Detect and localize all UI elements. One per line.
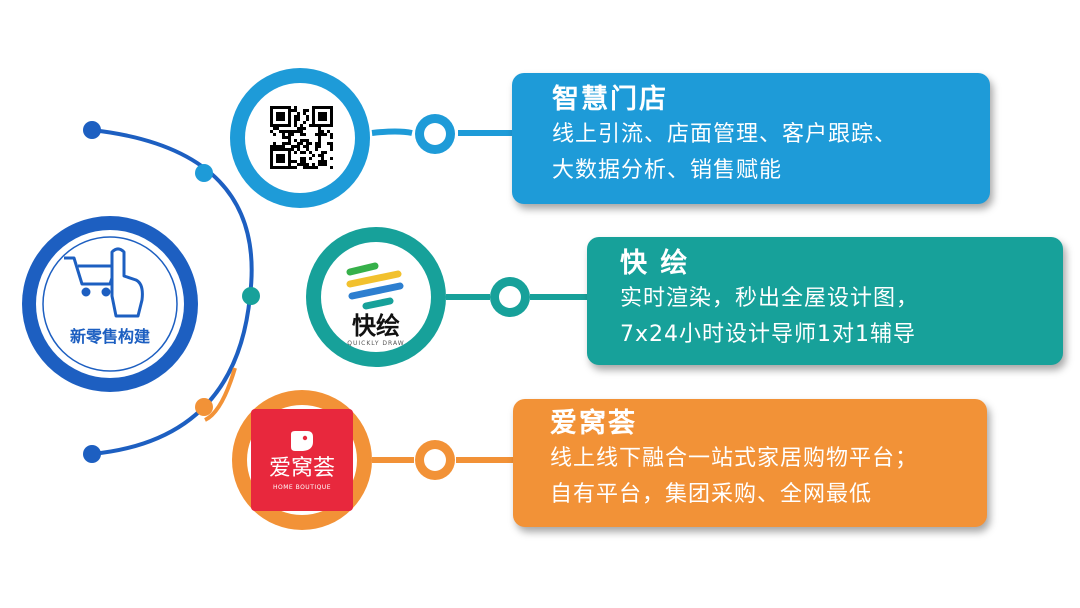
hub-label: 新零售构建	[69, 327, 150, 346]
aiwohui-logo: 爱窝荟 HOME BOUTIQUE	[251, 409, 353, 511]
branch-card-2: 快 绘 实时渲染，秒出全屋设计图， 7x24小时设计导师1对1辅导	[587, 237, 1063, 365]
shopping-cart-hand-icon	[64, 247, 144, 318]
arc-end-dot-bottom	[83, 445, 101, 463]
branch-card-3: 爱窝荟 线上线下融合一站式家居购物平台； 自有平台，集团采购、全网最低	[513, 399, 987, 527]
connector-arc-accent	[203, 367, 237, 422]
aiwohui-logo-icon: 爱窝荟 HOME BOUTIQUE	[251, 409, 353, 511]
branch-card-2-line-1: 实时渲染，秒出全屋设计图，	[620, 286, 920, 311]
branch-card-3-line-2: 自有平台，集团采购、全网最低	[550, 482, 873, 507]
arc-node-2	[242, 287, 260, 305]
quick-draw-logo-text: 快绘	[352, 312, 400, 340]
quick-draw-logo-icon	[346, 262, 404, 310]
branch-card-1-title: 智慧门店	[552, 84, 668, 115]
arc-node-3	[195, 398, 213, 416]
hub-ring-line	[42, 236, 178, 372]
connector-2-node-hole	[499, 286, 521, 308]
bubble-1-inner	[245, 83, 355, 193]
hub-ring-inner	[36, 230, 184, 378]
bird-icon	[291, 430, 313, 451]
quick-draw-logo-subtitle: QUICKLY DRAW	[347, 340, 405, 347]
qr-code-icon	[270, 106, 333, 169]
branch-card-1-line-1: 线上引流、店面管理、客户跟踪、	[552, 122, 898, 147]
aiwohui-logo-subtitle: HOME BOUTIQUE	[272, 483, 332, 491]
connector-3-node-hole	[424, 449, 446, 471]
arc-end-dot-top	[83, 121, 101, 139]
arc-node-1	[195, 164, 213, 182]
branch-card-1-line-2: 大数据分析、销售赋能	[552, 158, 783, 183]
branch-card-2-title: 快 绘	[620, 248, 690, 279]
connector-1	[371, 128, 520, 136]
quick-draw-logo: 快绘 QUICKLY DRAW	[336, 314, 416, 347]
branch-card-1: 智慧门店 线上引流、店面管理、客户跟踪、 大数据分析、销售赋能	[512, 73, 990, 204]
aiwohui-logo-text: 爱窝荟	[268, 455, 335, 481]
branch-card-3-title: 爱窝荟	[550, 408, 637, 439]
connector-1-node-hole	[424, 123, 446, 145]
branch-card-2-line-2: 7x24小时设计导师1对1辅导	[620, 322, 917, 347]
branch-card-3-line-1: 线上线下融合一站式家居购物平台；	[550, 446, 919, 471]
